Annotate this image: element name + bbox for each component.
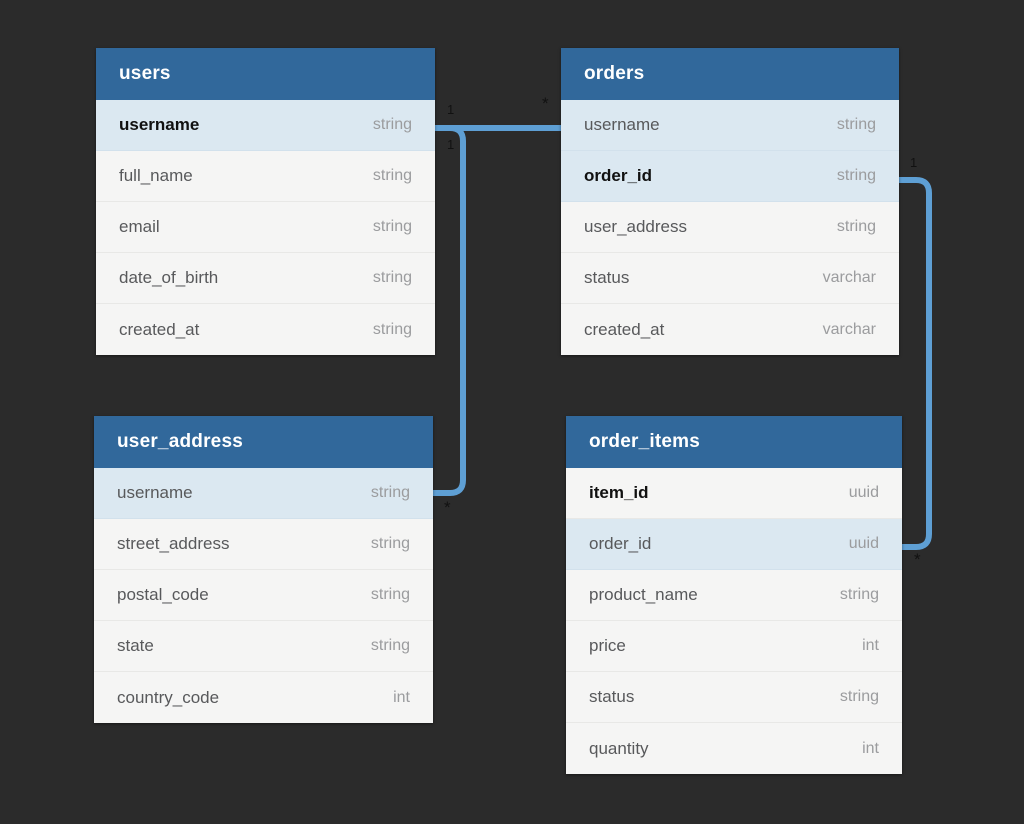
field-name-postal_code: postal_code — [117, 585, 209, 604]
entity-title-users: users — [96, 48, 435, 100]
field-row-users-date_of_birth[interactable]: date_of_birth string — [96, 253, 435, 304]
cardinality-label-orders-items-many: * — [914, 550, 921, 569]
field-row-order_items-status[interactable]: status string — [566, 672, 902, 723]
field-type-order_id: uuid — [848, 535, 879, 552]
cardinality-label-users-orders-one: 1 — [447, 102, 455, 117]
field-name-email: email — [119, 217, 160, 236]
field-type-username: string — [836, 116, 876, 133]
connector-orders-order-items — [899, 177, 932, 550]
field-row-user_address-username[interactable]: username string — [94, 468, 433, 519]
field-type-order_id: string — [836, 167, 876, 184]
field-name-country_code: country_code — [117, 687, 220, 707]
field-row-user_address-street_address[interactable]: street_address string — [94, 519, 433, 570]
cardinality-label-orders-items-one: 1 — [910, 155, 918, 170]
field-type-state: string — [370, 637, 410, 654]
field-row-users-username[interactable]: username string — [96, 100, 435, 151]
field-row-order_items-order_id[interactable]: order_id uuid — [566, 519, 902, 570]
field-row-order_items-quantity[interactable]: quantity int — [566, 723, 902, 774]
field-type-username: string — [372, 116, 412, 133]
field-name-username: username — [584, 115, 660, 134]
field-type-date_of_birth: string — [372, 269, 412, 286]
field-type-email: string — [372, 218, 412, 235]
field-row-orders-created_at[interactable]: created_at varchar — [561, 304, 899, 355]
field-name-state: state — [117, 636, 154, 655]
field-row-order_items-item_id[interactable]: item_id uuid — [566, 468, 902, 519]
field-name-created_at: created_at — [119, 319, 200, 339]
field-row-orders-username[interactable]: username string — [561, 100, 899, 151]
entity-title-user_address: user_address — [94, 416, 433, 468]
field-row-orders-order_id[interactable]: order_id string — [561, 151, 899, 202]
field-name-order_id: order_id — [584, 166, 653, 185]
field-row-order_items-price[interactable]: price int — [566, 621, 902, 672]
field-type-username: string — [370, 484, 410, 501]
field-row-orders-user_address[interactable]: user_address string — [561, 202, 899, 253]
field-type-street_address: string — [370, 535, 410, 552]
field-row-users-full_name[interactable]: full_name string — [96, 151, 435, 202]
field-type-status: string — [839, 688, 879, 705]
field-type-quantity: int — [862, 739, 879, 757]
field-name-product_name: product_name — [589, 585, 698, 604]
field-type-created_at: string — [372, 320, 412, 338]
field-name-item_id: item_id — [589, 483, 649, 502]
field-row-user_address-postal_code[interactable]: postal_code string — [94, 570, 433, 621]
entity-title-order_items: order_items — [566, 416, 902, 468]
field-name-status: status — [584, 268, 630, 287]
field-type-country_code: int — [393, 688, 410, 706]
cardinality-label-users-orders-many: * — [542, 94, 549, 113]
field-row-order_items-product_name[interactable]: product_name string — [566, 570, 902, 621]
field-type-item_id: uuid — [848, 484, 879, 501]
field-name-full_name: full_name — [119, 166, 193, 185]
field-row-user_address-country_code[interactable]: country_code int — [94, 672, 433, 723]
entity-title-orders: orders — [561, 48, 899, 100]
field-row-users-created_at[interactable]: created_at string — [96, 304, 435, 355]
cardinality-label-users-address-many: * — [444, 498, 451, 517]
field-type-created_at: varchar — [822, 320, 876, 338]
field-name-street_address: street_address — [117, 534, 230, 553]
field-row-user_address-state[interactable]: state string — [94, 621, 433, 672]
field-name-order_id: order_id — [589, 534, 652, 553]
field-type-status: varchar — [822, 269, 876, 286]
connector-users-user-address — [433, 125, 466, 496]
field-name-user_address: user_address — [584, 217, 688, 236]
field-type-postal_code: string — [370, 586, 410, 603]
field-name-quantity: quantity — [589, 738, 649, 758]
field-name-date_of_birth: date_of_birth — [119, 268, 219, 287]
field-type-product_name: string — [839, 586, 879, 603]
field-row-orders-status[interactable]: status varchar — [561, 253, 899, 304]
field-type-full_name: string — [372, 167, 412, 184]
field-row-users-email[interactable]: email string — [96, 202, 435, 253]
cardinality-label-users-address-one: 1 — [447, 137, 455, 152]
field-name-username: username — [119, 115, 200, 134]
field-name-status: status — [589, 687, 635, 706]
field-name-price: price — [589, 636, 626, 655]
field-name-username: username — [117, 483, 193, 502]
field-type-user_address: string — [836, 218, 876, 235]
field-name-created_at: created_at — [584, 319, 665, 339]
field-type-price: int — [862, 637, 879, 654]
